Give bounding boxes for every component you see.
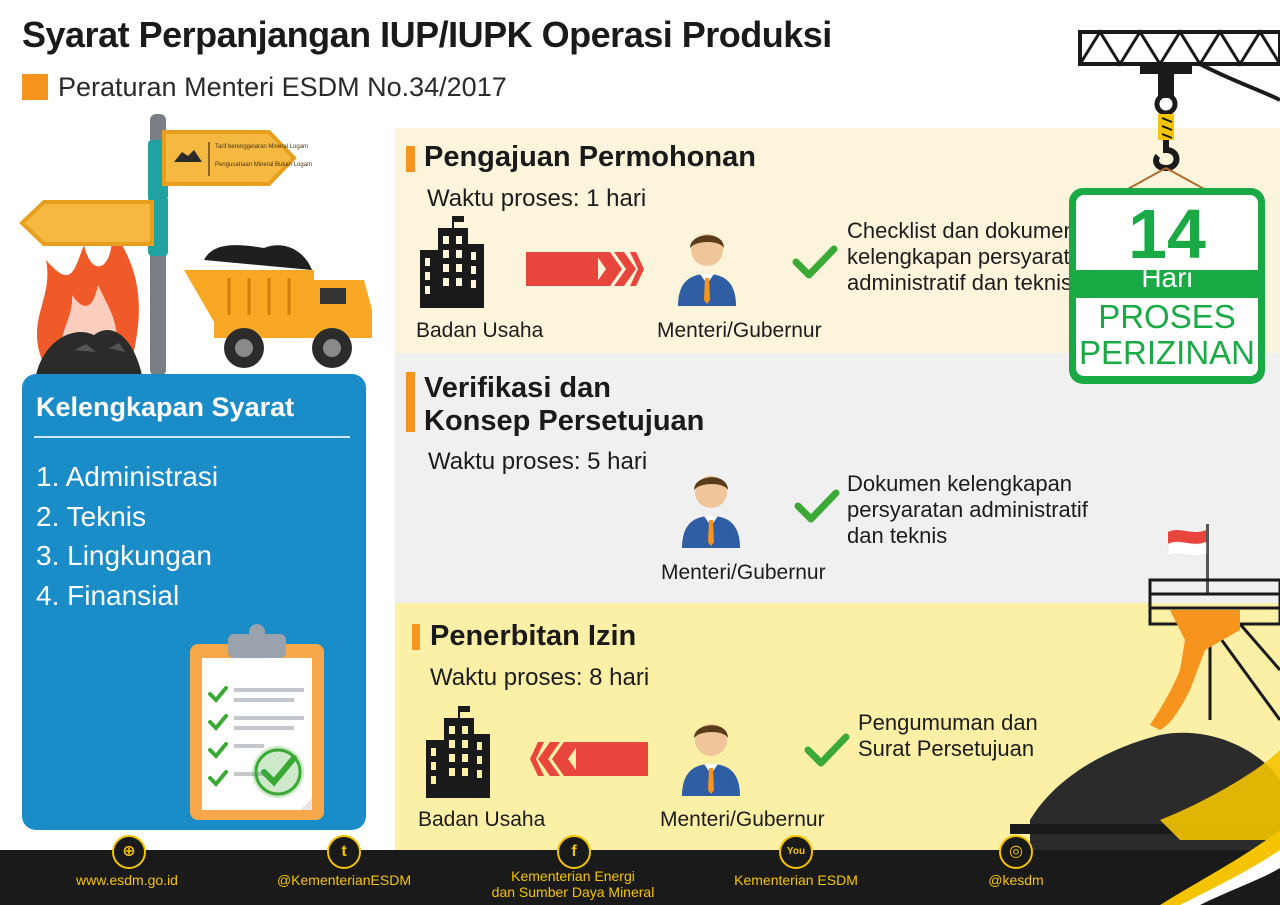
requirement-item: 2. Teknis	[36, 501, 146, 532]
svg-text:Tarif berenggelaran Mineral Lo: Tarif berenggelaran Mineral Logam	[215, 144, 308, 150]
badge-number: 14	[1128, 195, 1206, 273]
coal-pile-icon	[36, 329, 142, 375]
badge-days-strip	[1076, 270, 1258, 298]
note-line: Checklist dan dokumen	[847, 218, 1076, 243]
arrow-right-icon	[526, 252, 644, 286]
note-line: dan teknis	[847, 523, 948, 548]
stage-2-title-line: Konsep Persetujuan	[424, 405, 705, 437]
flag-icon	[1167, 524, 1209, 594]
globe-icon[interactable]: ⊕	[112, 835, 146, 869]
subtitle-marker	[22, 74, 48, 100]
stage-1-title: Pengajuan Permohonan	[424, 141, 756, 173]
note-line: persyaratan administratif	[847, 497, 1088, 522]
note-line: kelengkapan persyaratan	[847, 244, 1095, 269]
checkmark-icon	[804, 733, 850, 767]
badge-line-1: PROSES	[1098, 298, 1236, 335]
footer-facebook-link[interactable]: Kementerian Energi dan Sumber Daya Miner…	[478, 868, 668, 900]
signpost-right-icon: Tarif berenggelaran Mineral Logam Pengus…	[162, 130, 312, 186]
signpost-left-icon	[19, 200, 154, 246]
stage-1-note: Checklist dan dokumen kelengkapan persya…	[847, 218, 1094, 296]
checkmark-icon	[792, 245, 838, 279]
stage-2-band	[395, 353, 1280, 603]
footer-instagram-link[interactable]: @kesdm	[988, 872, 1044, 888]
stage-3-note: Pengumuman dan Surat Persetujuan	[858, 710, 1038, 762]
stage-2-marker	[406, 372, 415, 432]
official-avatar-icon	[682, 476, 740, 548]
stage-2-time: Waktu proses: 5 hari	[428, 448, 648, 475]
note-line: Surat Persetujuan	[858, 736, 1035, 761]
page-title: Syarat Perpanjangan IUP/IUPK Operasi Pro…	[22, 14, 832, 55]
building-icon	[420, 216, 484, 308]
requirement-item: 3. Lingkungan	[36, 540, 212, 571]
svg-text:Pengusahaan Mineral Bukan Loga: Pengusahaan Mineral Bukan Logam	[215, 162, 312, 168]
requirement-item: 1. Administrasi	[36, 461, 219, 492]
footer-facebook-line: dan Sumber Daya Mineral	[491, 884, 655, 900]
badge-line-2: PERIZINAN	[1078, 334, 1256, 371]
stage-1-from: Badan Usaha	[416, 319, 544, 342]
youtube-icon[interactable]: You	[779, 835, 813, 869]
requirements-divider	[34, 436, 350, 438]
stage-2-actor: Menteri/Gubernur	[661, 561, 826, 584]
stage-2-title-line: Verifikasi dan	[424, 372, 611, 404]
stage-3-title: Penerbitan Izin	[430, 620, 637, 652]
checkmark-icon	[794, 489, 840, 523]
footer-wave-decoration	[1160, 830, 1280, 905]
mining-illustration: Tarif berenggelaran Mineral Logam Pengus…	[19, 114, 372, 376]
footer-facebook-line: Kementerian Energi	[511, 868, 635, 884]
stage-1-time: Waktu proses: 1 hari	[427, 185, 647, 212]
official-avatar-icon	[682, 724, 740, 796]
instagram-icon[interactable]: ◎	[999, 835, 1033, 869]
facebook-icon[interactable]: f	[557, 835, 591, 869]
stage-3-time: Waktu proses: 8 hari	[430, 664, 650, 691]
crane-icon	[1078, 29, 1280, 191]
dump-truck-icon	[184, 245, 372, 368]
footer-bar	[0, 850, 1280, 905]
note-line: Dokumen kelengkapan	[847, 471, 1073, 496]
note-line: Pengumuman dan	[858, 710, 1038, 735]
conveyor-illustration	[1010, 524, 1280, 850]
stage-2-title: Verifikasi dan Konsep Persetujuan	[424, 372, 704, 438]
stage-1-marker	[406, 146, 415, 172]
badge-unit: Hari	[1141, 262, 1193, 293]
footer-youtube-link[interactable]: Kementerian ESDM	[734, 872, 858, 888]
stage-3-from: Menteri/Gubernur	[660, 808, 825, 831]
clipboard-checklist-icon	[190, 624, 324, 820]
arrow-left-icon	[530, 742, 648, 776]
stage-3-to: Badan Usaha	[418, 808, 546, 831]
stage-3-marker	[412, 624, 420, 650]
stage-2-note: Dokumen kelengkapan persyaratan administ…	[847, 471, 1088, 549]
stage-1-to: Menteri/Gubernur	[657, 319, 822, 342]
footer-twitter-link[interactable]: @KementerianESDM	[276, 872, 412, 888]
note-line: administratif dan teknis	[847, 270, 1072, 295]
twitter-icon[interactable]: t	[327, 835, 361, 869]
requirements-title: Kelengkapan Syarat	[36, 392, 295, 422]
official-avatar-icon	[678, 234, 736, 306]
footer-website-link[interactable]: www.esdm.go.id	[76, 872, 178, 888]
page-subtitle: Peraturan Menteri ESDM No.34/2017	[58, 72, 507, 102]
requirement-item: 4. Finansial	[36, 580, 180, 611]
building-icon	[426, 706, 490, 798]
badge-inner-bottom	[1076, 296, 1258, 376]
